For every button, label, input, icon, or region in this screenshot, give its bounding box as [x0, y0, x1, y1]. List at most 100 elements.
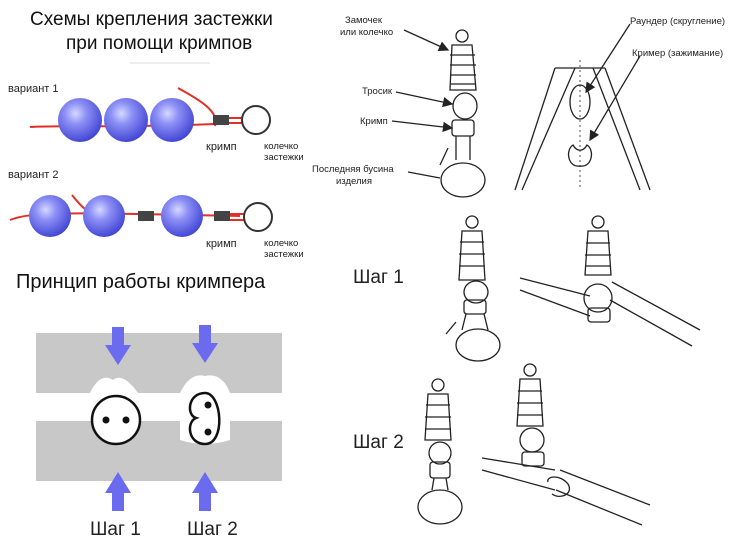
principle-step2-wire-a: [204, 401, 212, 409]
variant2-bead-3: [161, 195, 203, 237]
assembly-last-bead: [440, 162, 486, 198]
clasp-assembly-diagram: [391, 29, 486, 198]
principle-step2-wire-b: [204, 428, 212, 436]
variant2-crimp-tube-1: [138, 211, 154, 221]
right-step2-label: Шаг 2: [353, 432, 404, 453]
label-rounder: Раундер (скругление): [630, 16, 726, 27]
right-step2-diagram: [417, 363, 651, 526]
step1-crimp: [463, 299, 487, 315]
step1-pliers-clasp-body: [584, 230, 612, 276]
label-clasp-2: или колечко: [340, 27, 394, 38]
leader-clasp: [403, 29, 450, 51]
label-crimper: Кример (зажимание): [632, 48, 724, 59]
step2-wire-loop: [428, 441, 452, 465]
variant1-crimp-label: кримп: [206, 141, 237, 153]
step2-last-bead: [417, 489, 463, 525]
pliers-left-jaw: [514, 67, 576, 191]
variant2-clasp-ring: [243, 202, 273, 232]
variant2-crimp-label: кримп: [206, 238, 237, 250]
assembly-wire-tail: [439, 147, 449, 166]
variant2-wire-loop: [230, 213, 244, 221]
step1-pliers-crimp: [587, 307, 611, 323]
variant1-bead-1: [58, 98, 102, 142]
step2-pliers-crimp: [521, 451, 545, 467]
variant1-bead-2: [104, 98, 148, 142]
principle-title: Принцип работы кримпера: [16, 271, 266, 293]
assembly-crimp: [451, 119, 475, 137]
variant1-crimp-tube: [213, 115, 229, 125]
step2-pliers-clasp-bands: [517, 390, 543, 416]
step1-pliers-clasp-bands: [585, 242, 611, 267]
left-title-line1: Схемы крепления застежки: [30, 9, 273, 30]
principle-step2-up-arrow: [192, 472, 218, 511]
pliers-right-jaw: [592, 67, 651, 191]
principle-step2-label: Шаг 2: [187, 519, 238, 540]
step2-clasp-body: [424, 393, 452, 441]
right-step1-diagram: [445, 215, 701, 362]
step2-clasp-ring: [431, 378, 445, 392]
pliers-open-diagram: [514, 23, 651, 191]
step2-pliers-wire-loop: [519, 427, 545, 453]
variant2-label: вариант 2: [8, 169, 59, 181]
label-last-bead-2: изделия: [336, 176, 372, 187]
step2-pliers-left-jaw: [481, 457, 556, 491]
leader-wire: [395, 91, 454, 108]
variant1-clasp-ring: [241, 105, 271, 135]
variant1-bead-3: [150, 98, 194, 142]
variant1-ring-label-1: колечко: [264, 141, 299, 152]
variant2-bead-2: [83, 195, 125, 237]
label-wire: Тросик: [362, 86, 393, 97]
label-crimp: Кримп: [360, 116, 388, 127]
step1-pliers-right-jaw: [609, 281, 701, 347]
principle-step1-wire-b: [122, 416, 130, 424]
leader-crimp: [391, 120, 454, 133]
principle-step1-down-arrow: [105, 327, 131, 365]
principle-step2-crimp-outer: [188, 391, 206, 446]
principle-top-plate: [36, 333, 282, 393]
assembly-clasp-ring: [455, 29, 469, 43]
left-title-line2: при помощи кримпов: [66, 33, 253, 54]
variant1-label: вариант 1: [8, 83, 59, 95]
principle-step2-down-arrow: [192, 325, 218, 363]
variant1-ring-label-2: застежки: [264, 152, 304, 163]
step1-pliers-clasp-ring: [591, 215, 605, 229]
principle-step1-crimp-section: [90, 394, 142, 446]
step2-pliers-clasp-ring: [523, 363, 537, 377]
step1-wire-loop: [463, 280, 489, 304]
variant1-diagram: [29, 87, 271, 142]
step1-pliers-left-jaw: [519, 277, 591, 317]
variant2-ring-label-2: застежки: [264, 249, 304, 260]
step1-last-bead: [455, 328, 501, 362]
step1-clasp-bands: [459, 241, 485, 267]
right-step1-label: Шаг 1: [353, 267, 404, 288]
variant2-bead-1: [29, 195, 71, 237]
step2-pliers-right-jaw: [555, 469, 651, 526]
assembly-clasp-bands: [450, 54, 476, 85]
leader-last-bead: [407, 171, 441, 179]
step2-clasp-bands: [425, 404, 451, 430]
principle-diagram: [36, 325, 282, 511]
step1-clasp-body: [458, 230, 486, 281]
principle-bottom-plate: [36, 421, 282, 481]
label-clasp: Замочек: [345, 15, 383, 26]
step2-wire: [431, 477, 449, 491]
step1-wire: [461, 313, 489, 331]
step2-pliers-crimp-notch: [547, 476, 571, 498]
step1-clasp-ring: [465, 215, 479, 229]
variant2-crimp-tube-2: [214, 211, 230, 221]
assembly-clasp-body: [449, 44, 477, 91]
leader-crimper: [589, 55, 641, 142]
principle-step1-label: Шаг 1: [90, 519, 141, 540]
assembly-wire: [455, 136, 471, 160]
label-last-bead: Последняя бусина: [312, 164, 394, 175]
assembly-wire-loop: [452, 92, 478, 120]
step1-pliers-notch: [583, 283, 613, 313]
principle-step1-up-arrow: [105, 472, 131, 511]
variant1-wire-loop: [229, 117, 242, 124]
variant2-ring-label-1: колечко: [264, 238, 299, 249]
step1-wire-tail: [445, 321, 457, 335]
principle-step1-notch: [90, 377, 138, 393]
step2-crimp: [429, 461, 451, 479]
leader-rounder: [585, 23, 631, 94]
